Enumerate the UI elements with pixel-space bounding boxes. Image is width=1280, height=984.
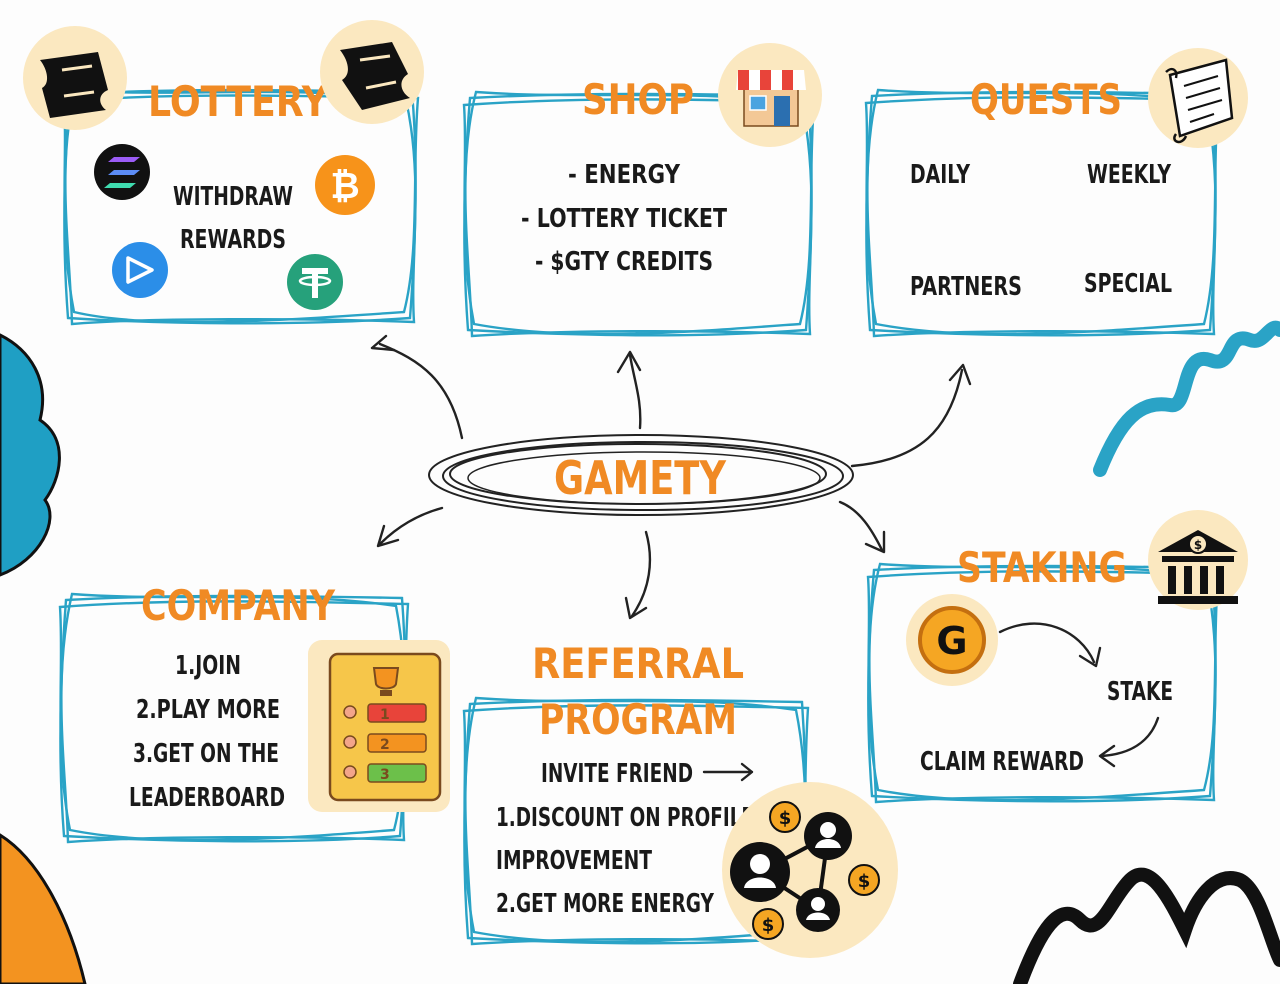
referral-card: REFERRAL PROGRAM INVITE FRIEND 1.DISCOUN… (462, 639, 898, 958)
referral-line: IMPROVEMENT (496, 846, 652, 876)
claim-arrow-head (1098, 744, 1116, 768)
quests-card: QUESTS DAILY WEEKLY PARTNERS SPECIAL (864, 48, 1248, 338)
svg-text:₿: ₿ (330, 166, 359, 207)
quest-item-special: SPECIAL (1084, 269, 1172, 299)
quest-item-weekly: WEEKLY (1087, 160, 1172, 190)
rank-label: 1 (380, 707, 390, 723)
lottery-text-line: WITHDRAW (173, 182, 293, 212)
company-card: COMPANY 1.JOIN 2.PLAY MORE 3.GET ON THE … (58, 581, 450, 844)
shop-card: SHOP - ENERGY - LOTTERY TICKET - $GTY CR… (462, 43, 822, 338)
company-title: COMPANY (141, 581, 335, 630)
blue-squiggle (1093, 320, 1280, 477)
store-icon (718, 43, 822, 147)
solana-coin-icon (94, 144, 150, 200)
staking-claim: CLAIM REWARD (920, 747, 1084, 777)
shop-item: - $GTY CREDITS (535, 247, 713, 277)
ton-coin-icon (112, 242, 168, 298)
gty-coin-letter: G (936, 619, 967, 663)
ticket-icon (23, 26, 127, 130)
staking-card: STAKING $ G STAKE CLAIM REWARD (866, 510, 1248, 804)
referral-line: 2.GET MORE ENERGY (496, 889, 715, 919)
referral-line: 1.DISCOUNT ON PROFILE (496, 803, 754, 833)
scroll-icon (1148, 48, 1248, 148)
dollar-label: $ (858, 871, 871, 892)
referral-title-line: PROGRAM (539, 695, 737, 744)
left-orange-blob (0, 833, 87, 984)
bitcoin-coin-icon: ₿ (315, 155, 375, 215)
gty-coin-icon: G (906, 594, 998, 686)
lottery-card: LOTTERY ₿ (23, 20, 424, 326)
network-icon: $ $ $ (722, 782, 898, 958)
black-squiggle (1013, 867, 1280, 984)
tether-coin-icon (287, 254, 343, 310)
staking-frame (866, 562, 1220, 804)
company-frame (58, 592, 410, 844)
invite-arrow (702, 762, 754, 782)
shop-frame (462, 90, 816, 338)
stake-arrow (998, 622, 1096, 664)
rank-label: 2 (380, 737, 390, 753)
connector-arrows (370, 334, 972, 620)
quests-frame (864, 88, 1220, 338)
referral-invite: INVITE FRIEND (541, 759, 693, 789)
company-step: LEADERBOARD (129, 783, 285, 813)
company-step: 3.GET ON THE (133, 739, 279, 769)
shop-item: - LOTTERY TICKET (521, 204, 727, 234)
company-step: 2.PLAY MORE (136, 695, 280, 725)
center-node: GAMETY (428, 434, 854, 516)
left-blue-blob (0, 333, 61, 577)
lottery-title: LOTTERY (148, 77, 328, 126)
stake-arrow-head (1078, 646, 1102, 668)
quests-title: QUESTS (970, 75, 1122, 124)
bank-dollar-label: $ (1194, 538, 1202, 552)
dollar-label: $ (762, 915, 775, 936)
rank-label: 3 (380, 767, 390, 783)
center-title: GAMETY (554, 451, 727, 505)
staking-stake: STAKE (1107, 677, 1173, 707)
lottery-text-line: REWARDS (180, 225, 286, 255)
dollar-label: $ (779, 808, 792, 829)
shop-title: SHOP (582, 75, 694, 124)
quest-item-daily: DAILY (910, 160, 971, 190)
shop-item: - ENERGY (568, 160, 681, 190)
claim-arrow (1100, 716, 1160, 758)
ticket-icon (320, 20, 424, 124)
lottery-frame (62, 88, 420, 326)
referral-title-line: REFERRAL (532, 639, 744, 688)
leaderboard-icon: 1 2 3 (308, 640, 450, 812)
company-step: 1.JOIN (175, 651, 241, 681)
bank-icon: $ (1148, 510, 1248, 610)
staking-title: STAKING (957, 543, 1127, 592)
quest-item-partners: PARTNERS (910, 272, 1022, 302)
